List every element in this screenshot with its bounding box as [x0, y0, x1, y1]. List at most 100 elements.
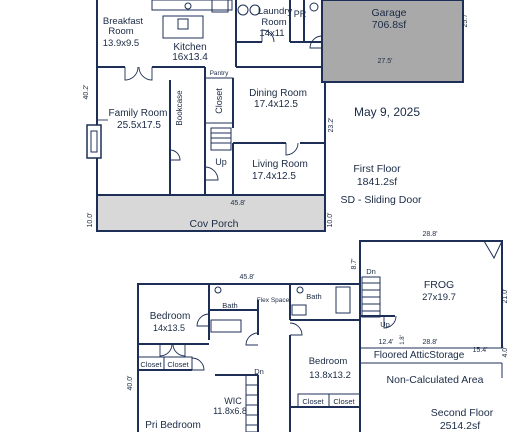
dimension-label: 23.2' — [328, 118, 335, 133]
bath-label-2: Bath — [306, 292, 321, 301]
sink — [184, 2, 192, 10]
dimension-label: 27.5' — [378, 58, 393, 65]
door-swing — [172, 343, 186, 357]
laundry-room-dims: 14x11 — [259, 28, 284, 39]
dimension-label: 21.0' — [502, 289, 509, 304]
fireplace-hearth — [90, 130, 98, 153]
toilet — [309, 2, 319, 12]
breakfast-room-label: Breakfast — [103, 16, 143, 27]
dimension-label: 15.4' — [473, 347, 488, 354]
dimension-label: 28.8' — [423, 231, 438, 238]
breakfast-room-dims: 13.9x9.5 — [103, 38, 139, 49]
closet-label-a: Closet — [140, 360, 162, 369]
bedroom-left-label: Bedroom — [150, 311, 191, 322]
vanity — [291, 304, 307, 316]
dryer — [249, 4, 261, 16]
first-floor-exterior-wall — [96, 0, 326, 196]
non-calculated-area-label: Non-Calculated Area — [387, 374, 484, 386]
closet-box — [163, 356, 193, 371]
pantry-label: Pantry — [210, 70, 230, 77]
first-floor-area: 1841.2sf — [357, 176, 397, 188]
dimension-label: 10.0' — [327, 213, 334, 228]
sliding-door-note: SD - Sliding Door — [340, 194, 422, 206]
door-swing — [289, 322, 303, 336]
stairs-down — [245, 374, 259, 432]
family-room-dims: 25.5x17.5 — [117, 120, 161, 131]
door-swing — [169, 149, 181, 161]
covered-porch-area — [96, 194, 326, 232]
bathtub — [210, 319, 242, 333]
closet-label-d: Closet — [333, 397, 355, 406]
dimension-label: 12.4' — [379, 339, 394, 346]
dimension-label: 4.0' — [502, 346, 509, 357]
closet-label: Closet — [214, 88, 224, 114]
range — [211, 0, 229, 13]
closet-label-b: Closet — [167, 360, 189, 369]
covered-porch-label: Cov Porch — [189, 218, 238, 230]
dimension-label: 45.8' — [231, 200, 246, 207]
stairs-down-label: Dn — [366, 267, 376, 276]
fireplace — [86, 124, 102, 159]
second-floor-area: 2514.2sf — [440, 420, 480, 432]
stairs-down-lower-label: Dn — [254, 367, 264, 376]
door-swing — [383, 315, 397, 329]
washer — [237, 4, 249, 16]
dimension-label: 10.0' — [87, 213, 94, 228]
breakfast-room-label-word: Room — [108, 26, 133, 37]
closet-box — [204, 77, 234, 124]
door-swing — [196, 313, 210, 327]
tub — [335, 286, 351, 314]
dimension-label: 28.8' — [423, 339, 438, 346]
living-room-label: Living Room — [252, 159, 308, 170]
bedroom-center-dims: 13.8x13.2 — [309, 370, 351, 381]
door-swing — [309, 35, 323, 49]
kitchen-dims: 16x13.4 — [172, 52, 208, 63]
door-swing — [204, 166, 219, 181]
bookcase-label: Bookcase — [175, 90, 184, 126]
first-floor: Breakfast Room 13.9x9.5 Kitchen 16x13.4 … — [83, 0, 469, 232]
dimension-label: 25.7' — [462, 13, 469, 28]
plan-date: May 9, 2025 — [354, 105, 420, 119]
second-floor: Bedroom 14x13.5 Bath Flex Space Bath Bed… — [127, 231, 509, 432]
frog-dims: 27x19.7 — [422, 292, 456, 303]
door-swing — [245, 332, 259, 346]
dimension-label: 1.8' — [400, 335, 406, 345]
living-room-dims: 17.4x12.5 — [252, 171, 296, 182]
stairs-first-floor — [210, 127, 232, 151]
second-floor-title: Second Floor — [431, 407, 494, 419]
door-swing — [191, 357, 205, 371]
toilet — [296, 286, 304, 294]
wic-dims: 11.8x6.8 — [213, 406, 247, 416]
first-floor-title: First Floor — [353, 163, 401, 175]
bedroom-left-dims: 14x13.5 — [153, 323, 185, 333]
toilet — [214, 286, 222, 294]
counter — [151, 0, 233, 11]
laundry-room-label: Laundry — [258, 6, 293, 17]
powder-room-label: PR — [294, 9, 307, 19]
dimension-label: 45.8' — [240, 274, 255, 281]
frog-exterior-wall — [359, 240, 503, 348]
door-swing — [124, 66, 139, 81]
dimension-label: 40.0' — [127, 376, 134, 391]
cooktop — [177, 18, 189, 30]
door-swing — [261, 29, 275, 43]
door-swing — [138, 66, 153, 81]
kitchen-label: Kitchen — [173, 42, 206, 53]
dining-room-label: Dining Room — [249, 88, 307, 99]
dining-room-dims: 17.4x12.5 — [254, 99, 298, 110]
laundry-room-label-word: Room — [261, 17, 286, 28]
primary-bedroom-label: Pri Bedroom — [145, 420, 201, 431]
attic-storage-label: Floored AtticStorage — [374, 350, 465, 361]
family-room-label: Family Room — [109, 108, 168, 119]
kitchen-island — [162, 15, 204, 39]
stairs-up-label: Up — [215, 157, 227, 167]
garage-area-label: 706.8sf — [372, 19, 407, 31]
stairs-up-label: Up — [380, 320, 390, 329]
flex-space-label: Flex Space — [257, 297, 290, 304]
dimension-label: 8.7' — [351, 258, 358, 269]
door-swing — [159, 343, 173, 357]
bedroom-center-label: Bedroom — [309, 356, 348, 367]
door-swing — [285, 142, 299, 156]
closet-label-c: Closet — [302, 397, 324, 406]
